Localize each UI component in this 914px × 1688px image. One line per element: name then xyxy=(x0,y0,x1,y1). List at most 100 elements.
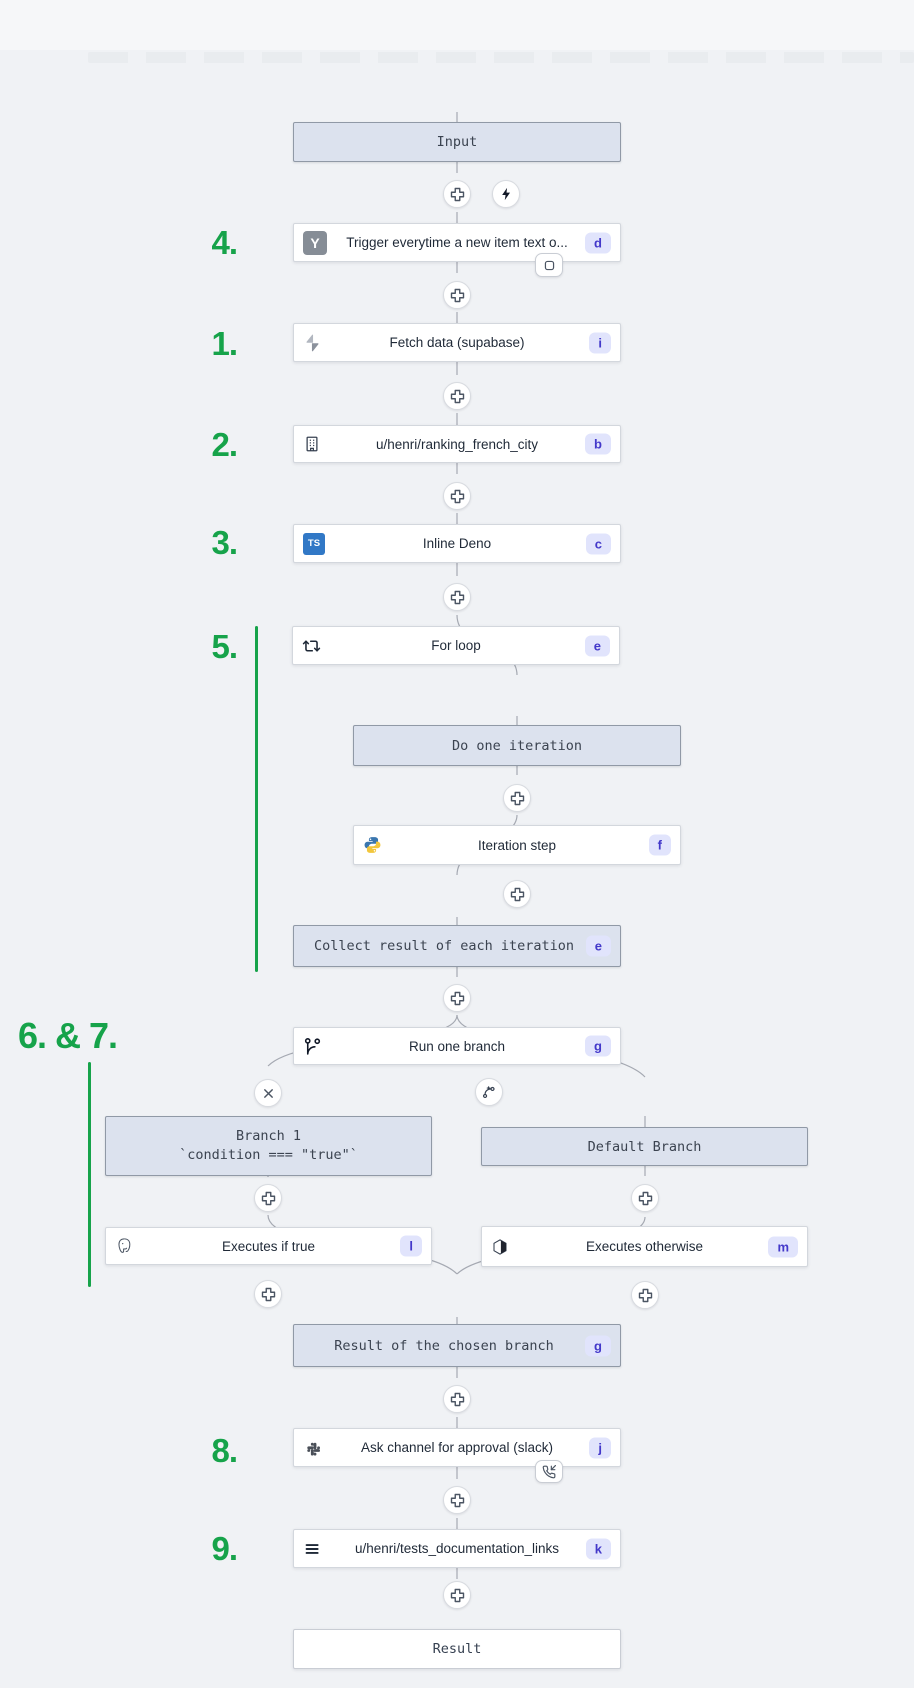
plus-icon xyxy=(638,1191,652,1205)
default-branch-label: Default Branch xyxy=(587,1138,702,1155)
insert-step-button[interactable] xyxy=(254,1184,282,1212)
plus-icon xyxy=(638,1288,652,1302)
plus-icon xyxy=(450,187,464,201)
plus-icon xyxy=(450,991,464,1005)
building-icon xyxy=(303,435,321,453)
menu-lines-icon xyxy=(303,1539,322,1558)
fetch-data-node-label: Fetch data (supabase) xyxy=(389,335,525,350)
branch-1-title: Branch 1 xyxy=(235,1128,302,1144)
insert-step-button[interactable] xyxy=(254,1280,282,1308)
insert-step-button[interactable] xyxy=(443,382,471,410)
plus-icon xyxy=(450,288,464,302)
branch-plus-icon xyxy=(482,1086,495,1099)
tests-documentation-label: u/henri/tests_documentation_links xyxy=(354,1541,560,1556)
iteration-step-label: Iteration step xyxy=(477,837,557,853)
fetch-data-node[interactable]: Fetch data (supabase) i xyxy=(293,323,621,362)
insert-step-button[interactable] xyxy=(443,1486,471,1514)
module-id-badge: j xyxy=(589,1437,611,1458)
trigger-lightning-button[interactable] xyxy=(492,180,520,208)
executes-if-true-label: Executes if true xyxy=(221,1238,316,1254)
run-one-branch-node[interactable]: Run one branch g xyxy=(293,1027,621,1065)
step-label-3: 3. xyxy=(211,524,238,561)
insert-step-button[interactable] xyxy=(443,984,471,1012)
module-id-badge: i xyxy=(589,332,611,353)
add-branch-button[interactable] xyxy=(475,1078,503,1106)
trigger-node[interactable]: Y Trigger everytime a new item text o...… xyxy=(293,223,621,262)
supabase-icon xyxy=(303,333,322,352)
lightning-icon xyxy=(502,187,511,201)
postgresql-icon xyxy=(115,1237,134,1256)
insert-step-button[interactable] xyxy=(443,583,471,611)
module-id-badge: k xyxy=(585,1538,611,1559)
for-loop-node[interactable]: For loop e xyxy=(292,626,620,665)
suspend-approval-button[interactable] xyxy=(535,1460,563,1483)
insert-step-button[interactable] xyxy=(503,784,531,812)
input-node[interactable]: Input xyxy=(293,122,621,162)
ranking-french-city-node[interactable]: u/henri/ranking_french_city b xyxy=(293,425,621,463)
module-id-badge: g xyxy=(585,1035,611,1057)
slack-icon xyxy=(303,1438,322,1457)
executes-otherwise-label: Executes otherwise xyxy=(585,1239,704,1254)
phone-incoming-icon xyxy=(542,1464,556,1478)
default-branch-node[interactable]: Default Branch xyxy=(481,1127,808,1166)
branch-1-node[interactable]: Branch 1 `condition === "true"` xyxy=(105,1116,432,1176)
insert-step-button[interactable] xyxy=(631,1281,659,1309)
collect-result-label: Collect result of each iteration xyxy=(313,938,575,954)
insert-step-button[interactable] xyxy=(443,1581,471,1609)
result-node[interactable]: Result xyxy=(293,1629,621,1669)
run-one-branch-label: Run one branch xyxy=(408,1038,506,1054)
module-id-badge: e xyxy=(584,635,610,656)
plus-icon xyxy=(450,1588,464,1602)
plus-icon xyxy=(450,389,464,403)
step-label-6-7: 6. & 7. xyxy=(18,1015,118,1056)
typescript-icon: TS xyxy=(303,532,325,555)
step-label-9: 9. xyxy=(211,1530,238,1567)
module-id-badge: l xyxy=(400,1235,422,1257)
plus-icon xyxy=(261,1287,275,1301)
insert-step-button[interactable] xyxy=(443,1385,471,1413)
step-label-4: 4. xyxy=(211,224,238,261)
module-id-badge: m xyxy=(768,1236,798,1257)
loop-scope-line xyxy=(255,626,258,972)
insert-step-button[interactable] xyxy=(443,281,471,309)
result-chosen-branch-node[interactable]: Result of the chosen branch g xyxy=(293,1324,621,1367)
insert-step-button[interactable] xyxy=(503,880,531,908)
executes-if-true-node[interactable]: Executes if true l xyxy=(105,1227,432,1265)
ask-approval-node[interactable]: Ask channel for approval (slack) j xyxy=(293,1428,621,1467)
inline-deno-node[interactable]: TS Inline Deno c xyxy=(293,524,621,563)
branch-scope-line xyxy=(88,1062,91,1287)
module-hexagon-icon xyxy=(491,1238,509,1256)
close-icon xyxy=(263,1088,273,1098)
flow-canvas: 4. 1. 2. 3. 5. 6. & 7. 8. 9. Input Y Tri… xyxy=(0,50,914,1688)
input-node-label: Input xyxy=(436,134,478,150)
module-id-badge: c xyxy=(585,533,611,554)
insert-step-button[interactable] xyxy=(443,482,471,510)
trigger-node-label: Trigger everytime a new item text o... xyxy=(346,235,568,250)
plus-icon xyxy=(510,791,524,805)
for-loop-label: For loop xyxy=(431,638,481,653)
step-label-8: 8. xyxy=(211,1432,238,1469)
do-one-iteration-node[interactable]: Do one iteration xyxy=(353,725,681,766)
result-chosen-branch-label: Result of the chosen branch xyxy=(334,1337,554,1354)
step-label-5: 5. xyxy=(211,628,238,665)
remove-branch-button[interactable] xyxy=(254,1079,282,1107)
do-one-iteration-label: Do one iteration xyxy=(451,737,583,754)
early-stop-button[interactable] xyxy=(535,253,563,277)
executes-otherwise-node[interactable]: Executes otherwise m xyxy=(481,1226,808,1267)
collect-result-node[interactable]: Collect result of each iteration e xyxy=(293,925,621,967)
plus-icon xyxy=(450,489,464,503)
hackernews-y-icon: Y xyxy=(303,230,327,255)
module-id-badge: g xyxy=(585,1335,611,1356)
tests-documentation-node[interactable]: u/henri/tests_documentation_links k xyxy=(293,1529,621,1568)
plus-icon xyxy=(261,1191,275,1205)
canvas-artifact-strip xyxy=(88,52,914,63)
iteration-step-node[interactable]: Iteration step f xyxy=(353,825,681,865)
plus-icon xyxy=(450,1392,464,1406)
plus-icon xyxy=(450,590,464,604)
plus-icon xyxy=(510,887,524,901)
square-icon xyxy=(544,260,554,270)
insert-step-button[interactable] xyxy=(631,1184,659,1212)
insert-step-button[interactable] xyxy=(443,180,471,208)
ranking-french-city-label: u/henri/ranking_french_city xyxy=(375,436,539,452)
